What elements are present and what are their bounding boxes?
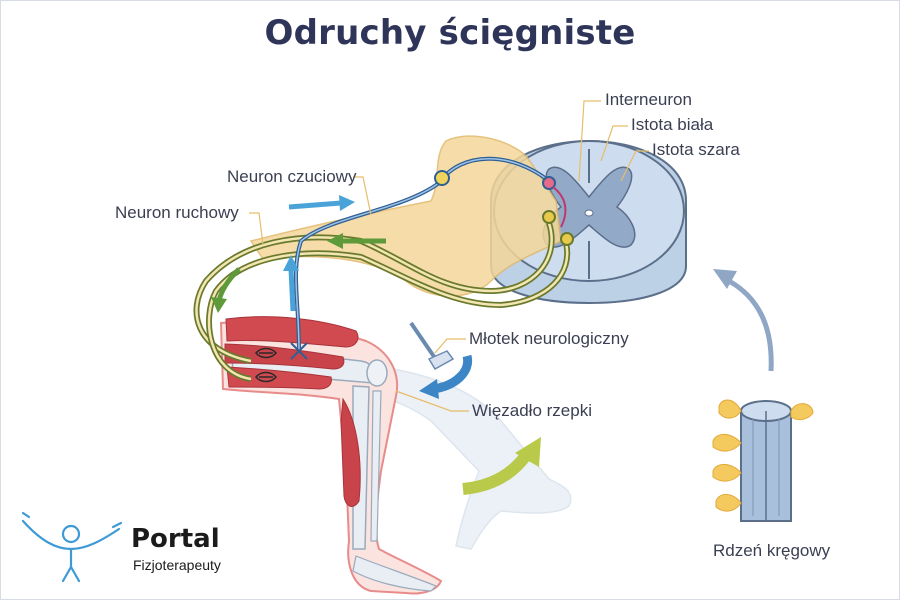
label-leader-lines (249, 100, 649, 412)
label-sensory-neuron: Neuron czuciowy (227, 167, 357, 186)
label-grey-matter: Istota szara (652, 140, 740, 159)
spinal-cord-segment (712, 269, 814, 522)
label-patellar-ligament: Więzadło rzepki (472, 401, 592, 420)
leg (219, 316, 443, 595)
portal-logo-icon (21, 511, 123, 583)
label-spinal-cord: Rdzeń kręgowy (713, 541, 831, 560)
motor-signal-arrow-down (211, 267, 241, 313)
label-reflex-hammer: Młotek neurologiczny (469, 329, 629, 348)
extended-leg-ghost (370, 365, 572, 550)
sensory-signal-arrow-up (283, 255, 299, 312)
logo-name: Portal (131, 524, 220, 554)
sensory-signal-arrow-top (288, 195, 355, 211)
sensory-neuron-path (290, 156, 556, 360)
reflex-hammer (409, 321, 473, 399)
interneuron-path (552, 186, 567, 228)
label-white-matter: Istota biała (631, 115, 714, 134)
label-interneuron: Interneuron (605, 90, 692, 109)
logo-subtitle: Fizjoterapeuty (133, 557, 221, 573)
label-motor-neuron: Neuron ruchowy (115, 203, 239, 222)
leg-extension-arrow (462, 437, 541, 495)
motor-signal-arrow-top (327, 233, 386, 249)
page-title: Odruchy ścięgniste (264, 13, 636, 53)
